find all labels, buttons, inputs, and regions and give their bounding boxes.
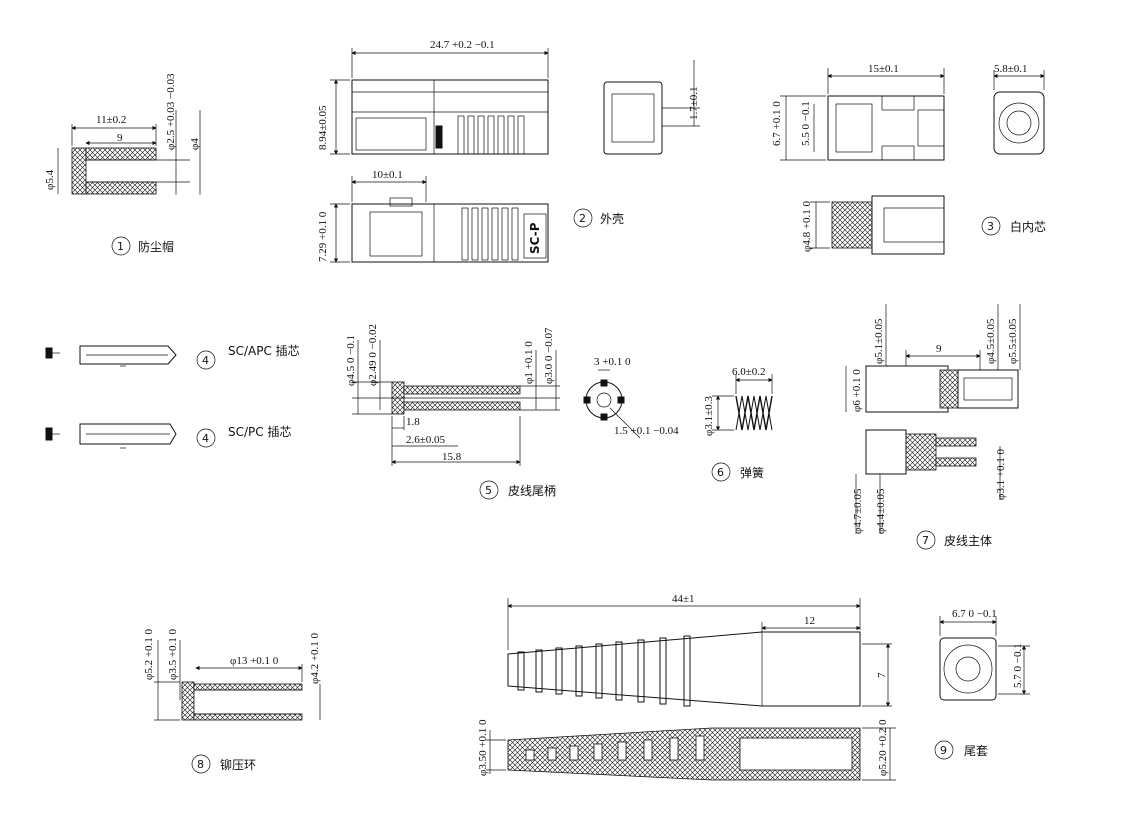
part-2-name: 外壳: [600, 212, 624, 226]
dim-cap-bore: φ2.5 +0.03 −0.03: [165, 73, 177, 150]
part-2-housing: 24.7 +0.2 −0.1 8.94±0.05 SC-P 10±0.1 7.2…: [317, 39, 700, 263]
part-3-name: 白内芯: [1010, 219, 1046, 234]
part-4-ferrule-pc: 4 SC/PC 插芯: [45, 423, 291, 449]
part-2-number: 2: [579, 212, 586, 225]
part-4-ferrule-apc: 4 SC/APC 插芯: [45, 344, 300, 370]
dim-ring-length: φ13 +0.1 0: [230, 655, 279, 667]
dim-tail-length: 15.8: [442, 451, 462, 463]
dim-tail-bore: φ2.49 0 −0.02: [367, 324, 379, 386]
dim-tail-inner: φ1 +0.1 0: [523, 341, 535, 384]
dim-body-d1: φ5.1±0.05: [873, 318, 885, 364]
dim-ring-od: φ4.2 +0.1 0: [309, 632, 321, 684]
dim-housing-length: 24.7 +0.2 −0.1: [430, 39, 495, 51]
housing-ribs: [457, 115, 525, 155]
part-4a-name: SC/APC 插芯: [228, 344, 300, 358]
part-6-name: 弹簧: [740, 465, 764, 480]
part-5-number-badge: [479, 480, 499, 500]
dim-tail-step: 2.6±0.05: [406, 434, 446, 446]
part-1-number-badge: [111, 236, 131, 256]
part-6-number: 6: [717, 466, 724, 479]
housing-marking: SC-P: [528, 222, 542, 254]
boot-slots-bottom: [525, 735, 705, 761]
dim-tail-slot-width: 1.5 +0.1 −0.04: [614, 425, 679, 437]
part-9-number-badge: [934, 740, 954, 760]
dim-body-d5: φ4.4±0.05: [875, 488, 887, 534]
part-3-number: 3: [987, 220, 994, 233]
dim-boot-od: φ5.20 +0.2 0: [877, 719, 889, 776]
part-7-name: 皮线主体: [944, 534, 992, 548]
part-4b-name: SC/PC 插芯: [228, 425, 291, 439]
part-5-number: 5: [485, 484, 492, 497]
part-2-number-badge: [573, 208, 593, 228]
dim-cap-od: φ4: [189, 138, 201, 150]
dim-cap-inner-length: 9: [117, 132, 123, 144]
dim-cap-flange: φ5.4: [44, 169, 56, 190]
part-9-name: 尾套: [964, 744, 988, 758]
dim-body-od: φ6 +0.1 0: [851, 369, 863, 412]
part-8-number: 8: [197, 758, 204, 771]
dim-boot-length: 44±1: [672, 593, 695, 605]
dim-inner-window: 5.5 0 −0.1: [800, 101, 812, 146]
part-4b-number: 4: [202, 432, 209, 445]
part-4a-number-badge: [196, 350, 216, 370]
dim-inner-bore: φ4.8 +0.1 0: [801, 200, 813, 252]
dim-ring-bore: φ3.5 +0.1 0: [167, 628, 179, 680]
part-4b-number-badge: [196, 428, 216, 448]
dim-tail-outer: φ3.0 0 −0.07: [543, 327, 555, 384]
part-7-cable-body: 9 φ5.1±0.05 φ4.5±0.05 φ5.5±0.05 φ6 +0.1 …: [845, 304, 1021, 550]
part-6-spring: 6.0±0.2 φ3.1±0.3 6 弹簧: [703, 366, 773, 482]
part-8-number-badge: [191, 754, 211, 774]
part-4a-number: 4: [202, 354, 209, 367]
dim-tail-flange: 1.8: [406, 416, 420, 428]
part-7-number: 7: [922, 534, 929, 547]
dim-inner-height: 6.7 +0.1 0: [771, 101, 783, 146]
dim-tail-slot: 3 +0.1 0: [594, 356, 631, 368]
dim-body-d2: φ4.5±0.05: [985, 318, 997, 364]
housing-ribs-bottom: [461, 207, 519, 261]
part-5-name: 皮线尾柄: [508, 484, 556, 498]
dim-cap-length: 11±0.2: [96, 114, 126, 126]
dim-spring-length: 6.0±0.2: [732, 366, 766, 378]
dim-boot-width: 6.7 0 −0.1: [952, 608, 997, 620]
boot-slots-top: [517, 635, 691, 707]
dim-ring-flange: φ5.2 +0.1 0: [143, 628, 155, 680]
dim-boot-depth: 5.7 0 −0.1: [1012, 643, 1024, 688]
dim-housing-latch: 10±0.1: [372, 169, 403, 181]
part-1-number: 1: [117, 240, 124, 253]
dim-body-d3: φ5.5±0.05: [1007, 318, 1019, 364]
part-3-number-badge: [981, 216, 1001, 236]
part-9-boot: 44±1 12 7: [477, 593, 1030, 781]
dim-housing-width: 7.29 +0.1 0: [317, 211, 329, 262]
dim-body-d6: φ3.1 +0.1 0: [995, 448, 1007, 500]
part-8-name: 铆压环: [220, 757, 256, 772]
dim-boot-sleeve: 12: [804, 615, 815, 627]
dim-tail-od: φ4.5 0 −0.1: [345, 335, 357, 386]
dim-housing-key: 1.7±0.1: [688, 86, 700, 120]
part-9-number: 9: [940, 744, 947, 757]
part-6-number-badge: [711, 462, 731, 482]
dim-boot-height: 7: [876, 672, 888, 678]
dim-body-d4: φ4.7±0.05: [852, 488, 864, 534]
part-7-number-badge: [916, 530, 936, 550]
part-5-cable-tail: 1.8 2.6±0.05 15.8 φ4.5 0 −0.1 φ2.49 0 −0…: [345, 324, 679, 500]
dim-boot-bore: φ3.50 +0.1 0: [477, 719, 489, 776]
part-1-dust-cap: 11±0.2 9 φ2.5 +0.03 −0.03 φ4 φ5.4 1 防尘帽: [44, 73, 201, 256]
dim-spring-diameter: φ3.1±0.3: [703, 396, 715, 436]
dim-inner-length: 15±0.1: [868, 63, 899, 75]
dim-housing-height: 8.94±0.05: [317, 105, 329, 150]
part-1-name: 防尘帽: [138, 239, 174, 254]
part-3-inner-body: 15±0.1 6.7 +0.1 0 5.5 0 −0.1 φ4.8 +0.1 0…: [771, 63, 1046, 255]
part-8-crimp-ring: φ5.2 +0.1 0 φ3.5 +0.1 0 φ13 +0.1 0 φ4.2 …: [143, 628, 321, 774]
dim-body-length: 9: [936, 343, 942, 355]
dim-inner-square: 5.8±0.1: [994, 63, 1028, 75]
